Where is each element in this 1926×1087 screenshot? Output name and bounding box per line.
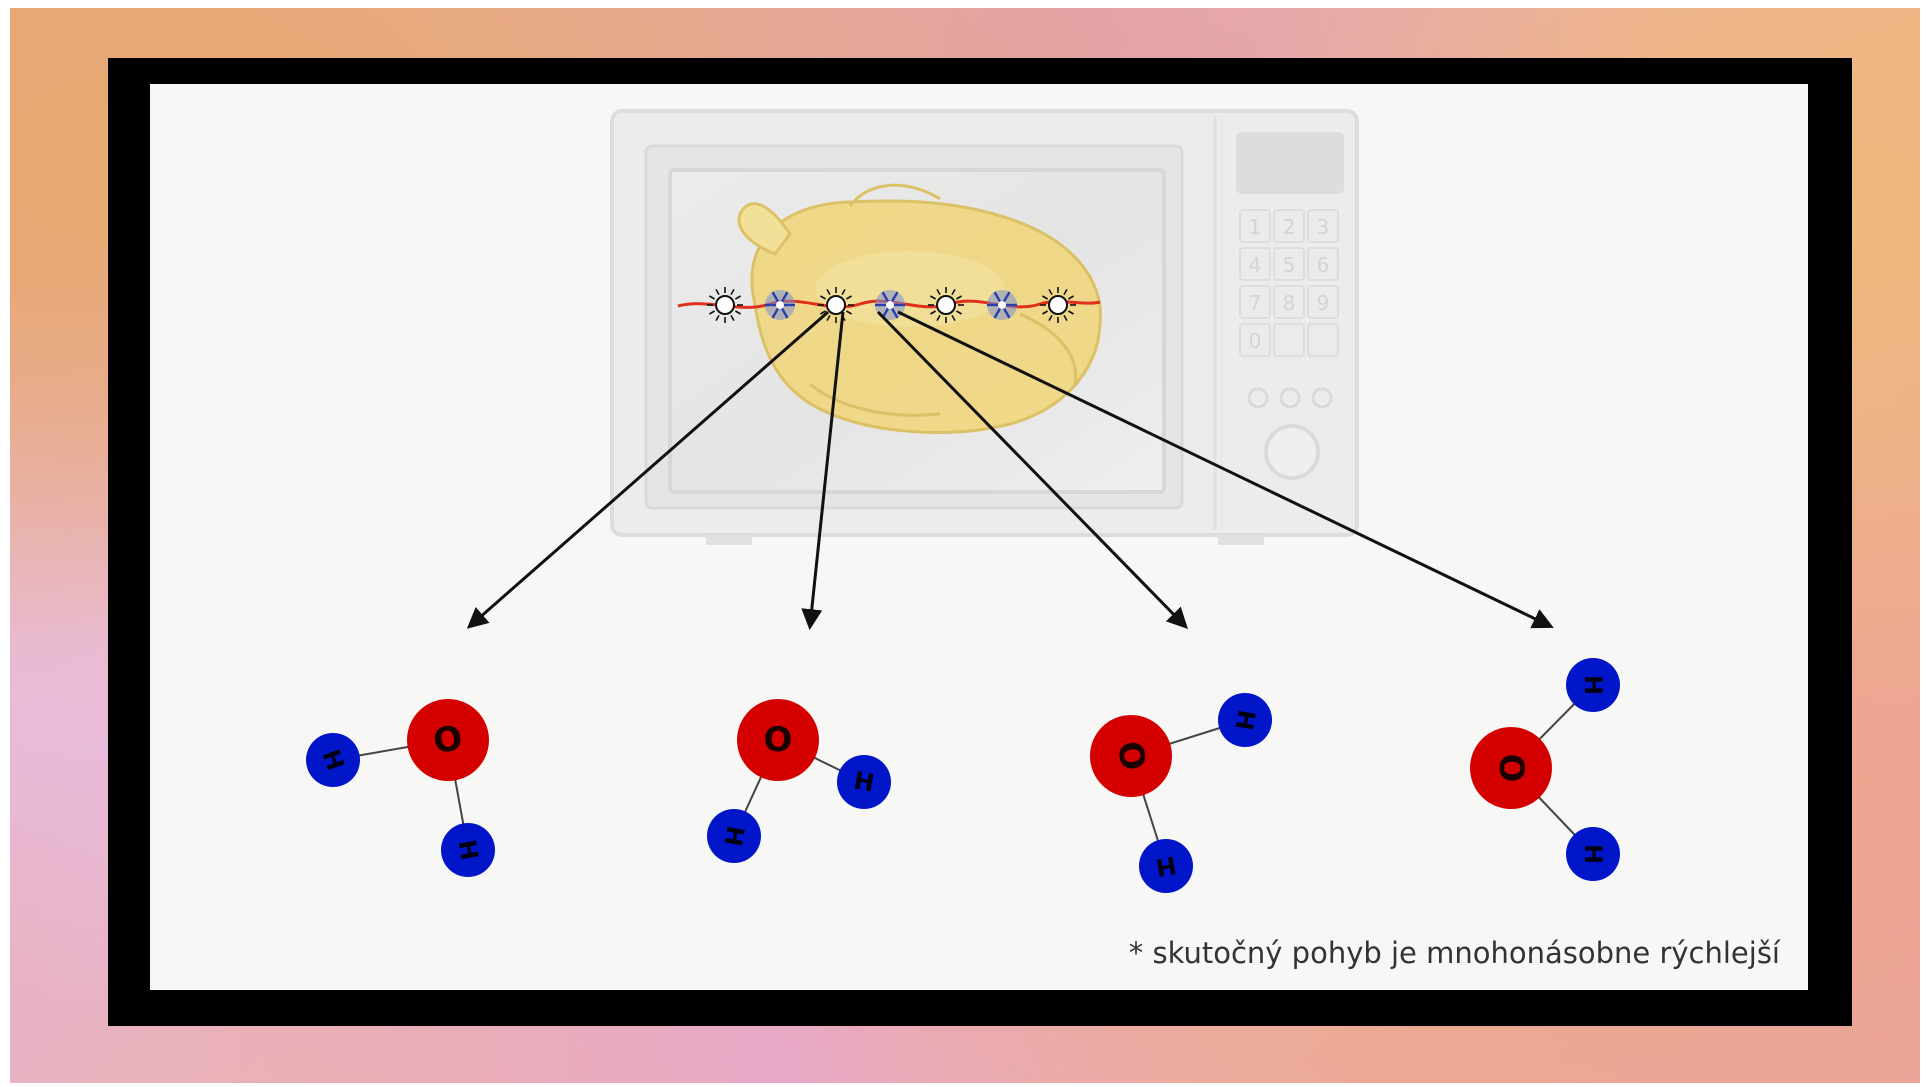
oxygen-atom: O <box>1090 715 1172 797</box>
water-molecules: O H H O H H O H H O H H <box>306 658 1620 893</box>
keypad-key: 9 <box>1307 285 1339 319</box>
hydrogen-atom: H <box>837 755 891 809</box>
keypad-key: 1 <box>1239 209 1271 243</box>
keypad-key: 6 <box>1307 247 1339 281</box>
keypad-key: 7 <box>1239 285 1271 319</box>
heat-sun-icon <box>1040 287 1076 323</box>
svg-text:3: 3 <box>1317 215 1330 239</box>
hydrogen-atom: H <box>306 733 360 787</box>
keypad-key: 3 <box>1307 209 1339 243</box>
temperature-markers <box>707 287 1076 323</box>
hydrogen-atom: H <box>1566 827 1620 881</box>
arrows <box>466 310 1554 631</box>
keypad-key <box>1307 323 1339 357</box>
water-molecule: O H H <box>1090 693 1272 893</box>
hydrogen-atom: H <box>441 823 495 877</box>
arrow-2 <box>801 311 845 631</box>
keypad-key: 5 <box>1273 247 1305 281</box>
cold-snowflake-icon <box>875 290 905 320</box>
hydrogen-label: H <box>718 824 749 849</box>
cold-snowflake-icon <box>987 290 1017 320</box>
heat-sun-icon <box>818 287 854 323</box>
hydrogen-label: H <box>1579 675 1607 695</box>
water-molecule: O H H <box>1470 658 1620 881</box>
chicken-illustration <box>737 183 1102 434</box>
svg-text:5: 5 <box>1283 253 1296 277</box>
water-molecule: O H H <box>707 699 891 863</box>
svg-text:9: 9 <box>1317 291 1330 315</box>
arrow-3 <box>876 310 1188 630</box>
svg-text:0: 0 <box>1249 329 1262 353</box>
oxygen-atom: O <box>737 699 819 781</box>
keypad-key: 8 <box>1273 285 1305 319</box>
svg-text:1: 1 <box>1249 215 1262 239</box>
svg-text:6: 6 <box>1317 253 1330 277</box>
svg-text:4: 4 <box>1249 253 1262 277</box>
hydrogen-label: H <box>1229 708 1260 733</box>
arrow-4 <box>897 310 1554 629</box>
water-molecule: O H H <box>306 699 495 877</box>
keypad-key: 4 <box>1239 247 1271 281</box>
hydrogen-label: H <box>1579 844 1607 864</box>
hydrogen-atom: H <box>707 809 761 863</box>
oxygen-atom: O <box>407 699 489 781</box>
oxygen-label: O <box>764 720 793 760</box>
hydrogen-label: H <box>1154 850 1179 881</box>
oxygen-atom: O <box>1470 727 1552 809</box>
hydrogen-atom: H <box>1218 693 1272 747</box>
keypad-key: 2 <box>1273 209 1305 243</box>
hydrogen-atom: H <box>1139 839 1193 893</box>
heat-sun-icon <box>928 287 964 323</box>
svg-text:8: 8 <box>1283 291 1296 315</box>
oxygen-label: O <box>1109 738 1153 773</box>
arrow-1 <box>466 310 829 629</box>
keypad-key: 0 <box>1239 323 1271 357</box>
hydrogen-label: H <box>452 838 483 863</box>
hydrogen-atom: H <box>1566 658 1620 712</box>
svg-text:7: 7 <box>1249 291 1262 315</box>
hydrogen-label: H <box>852 766 877 797</box>
oxygen-label: O <box>430 718 465 762</box>
svg-text:2: 2 <box>1283 215 1296 239</box>
oxygen-label: O <box>1491 754 1531 783</box>
keypad-key <box>1273 323 1305 357</box>
cold-snowflake-icon <box>765 290 795 320</box>
heat-sun-icon <box>707 287 743 323</box>
footnote: * skutočný pohyb je mnohonásobne rýchlej… <box>1128 936 1780 970</box>
